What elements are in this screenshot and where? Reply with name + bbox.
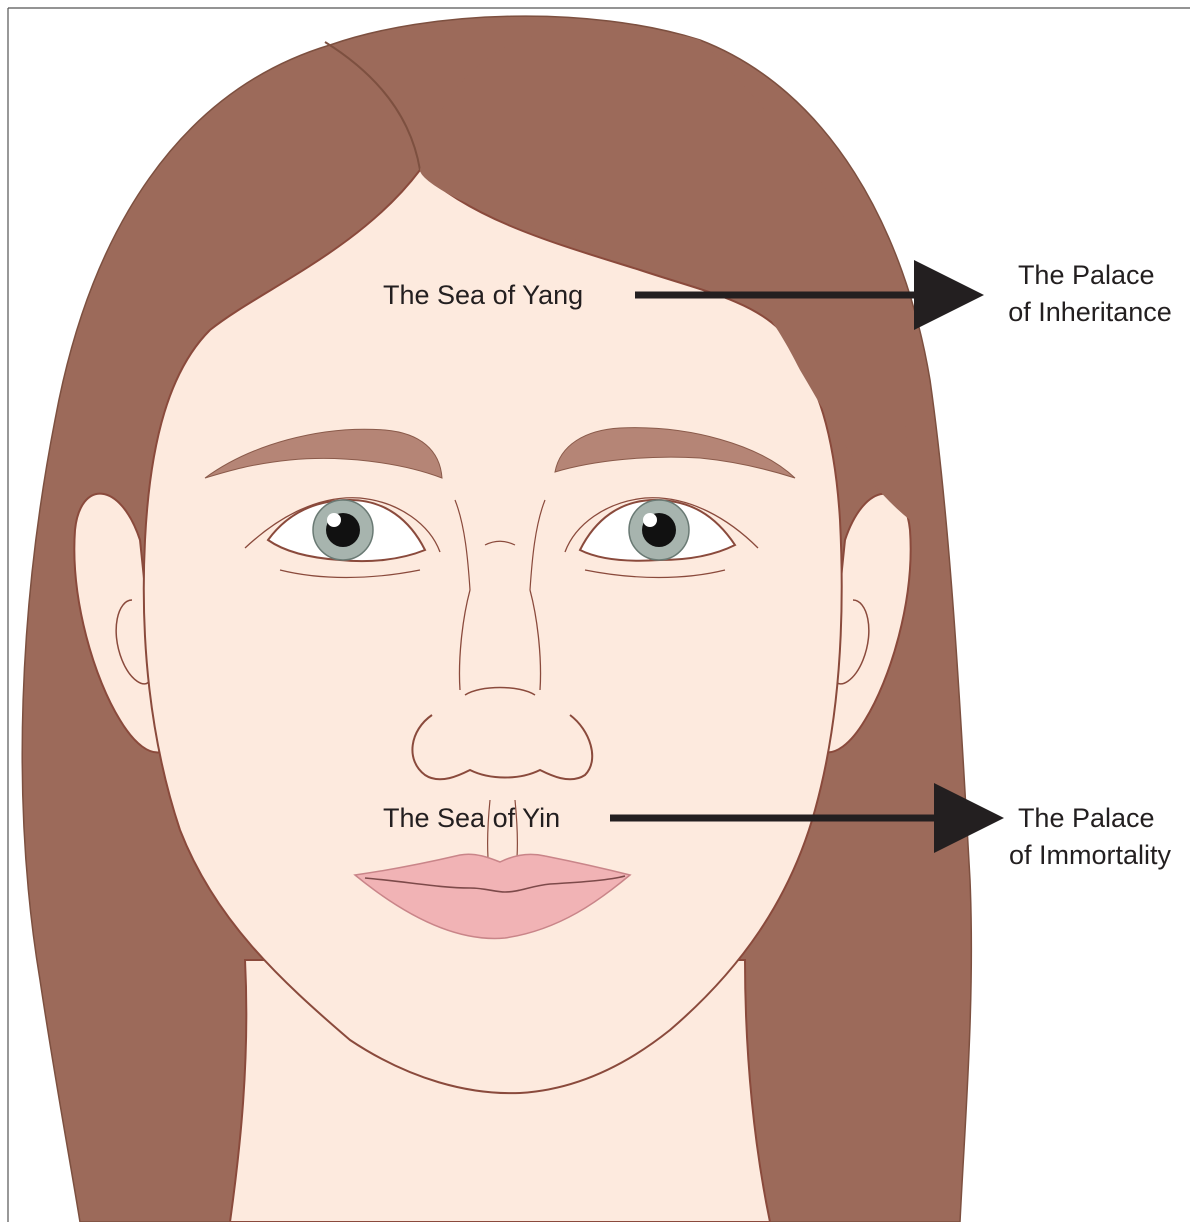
label-palace-of-immortality-line2: of Immortality: [1009, 840, 1172, 870]
right-eye-highlight: [643, 513, 657, 527]
label-sea-of-yang: The Sea of Yang: [383, 280, 583, 310]
label-palace-of-inheritance-line2: of Inheritance: [1008, 297, 1172, 327]
label-palace-of-inheritance-line1: The Palace: [1018, 260, 1155, 290]
label-palace-of-immortality-line1: The Palace: [1018, 803, 1155, 833]
label-sea-of-yin: The Sea of Yin: [383, 803, 560, 833]
label-palace-of-immortality: The Palace of Immortality: [1009, 803, 1172, 870]
label-palace-of-inheritance: The Palace of Inheritance: [1008, 260, 1172, 327]
left-eye-highlight: [327, 513, 341, 527]
